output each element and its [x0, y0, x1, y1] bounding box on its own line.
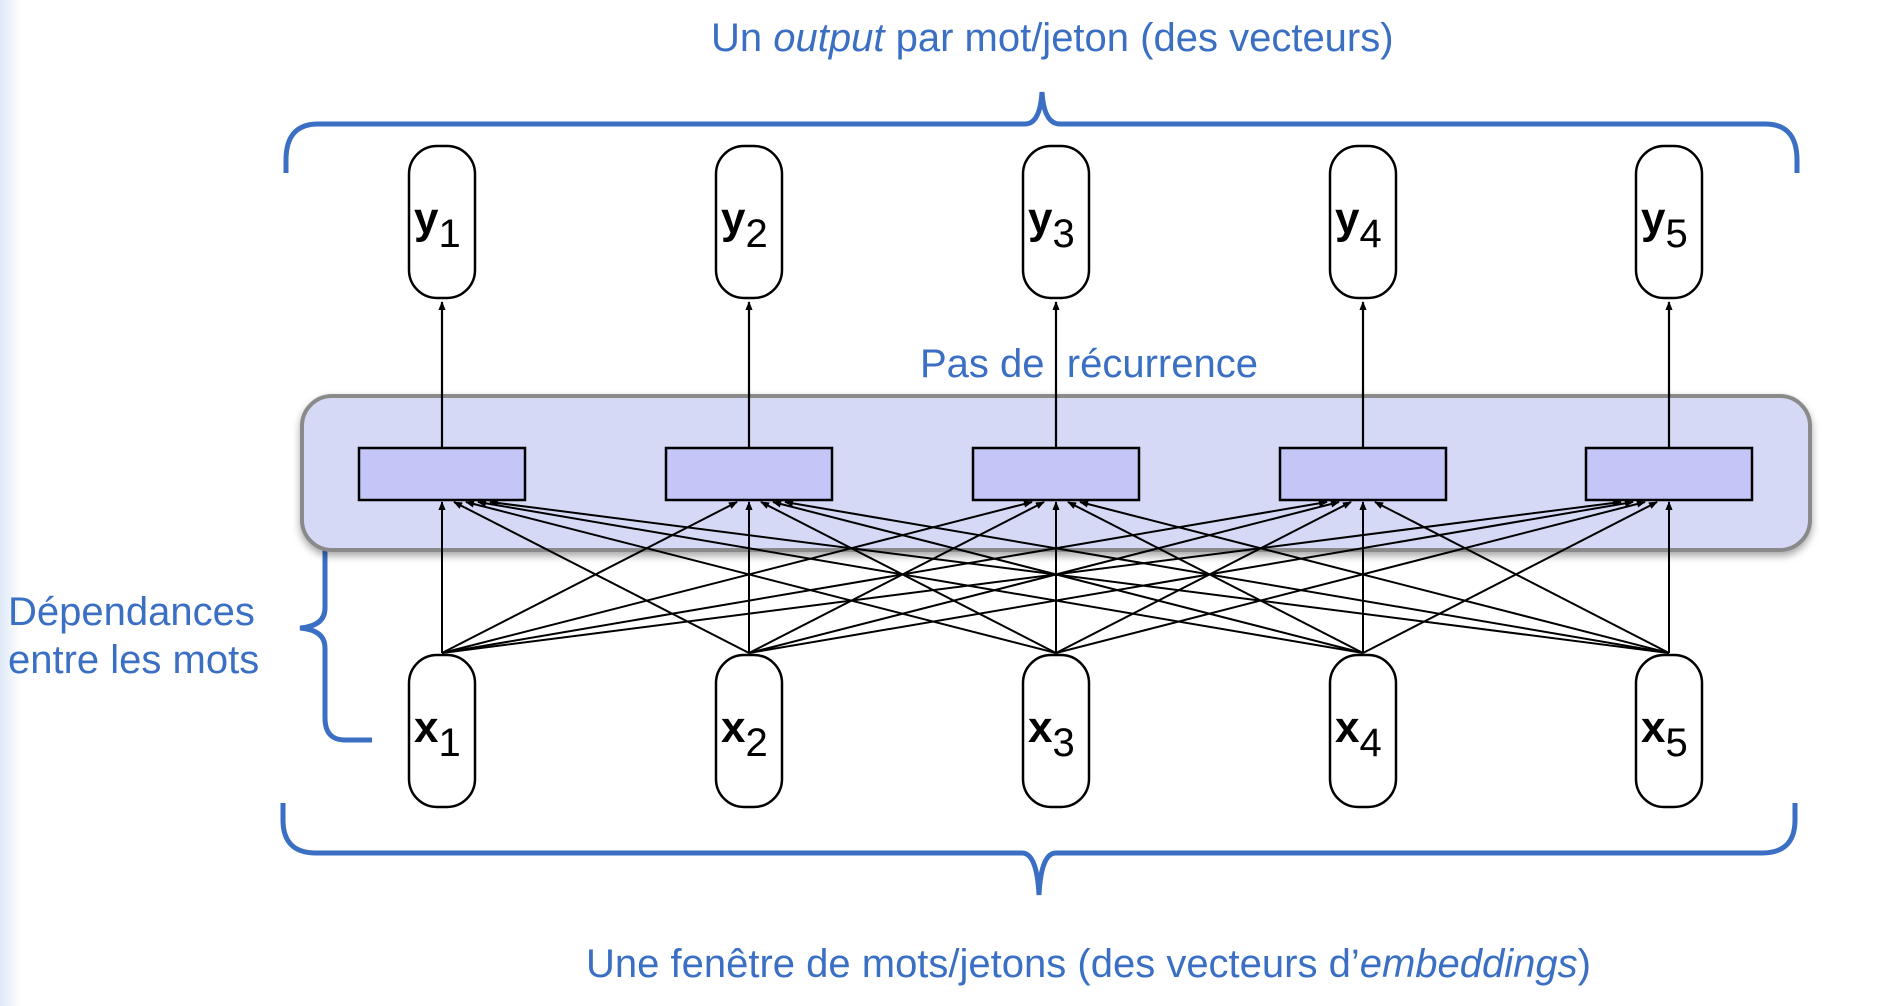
input-caption: Une fenêtre de mots/jetons (des vecteurs…: [586, 942, 1591, 986]
hidden-unit-2: [664, 446, 834, 502]
edges-layer: [438, 301, 1673, 654]
input-label-4: x4: [1335, 703, 1382, 765]
output-node-2: [714, 144, 784, 300]
arrow-x3-to-h5: [1055, 500, 1646, 654]
output-node-5: [1634, 144, 1704, 300]
recurrence-caption: Pas de récurrence: [920, 342, 1258, 386]
arrow-x2-to-h1: [453, 501, 750, 654]
hidden-layer: [357, 446, 1754, 502]
arrow-x5-to-h1: [489, 499, 1670, 654]
hidden-unit-4: [1278, 446, 1448, 502]
bottom-brace: [280, 803, 1798, 896]
output-node-4: [1328, 144, 1398, 300]
output-label-4: y4: [1335, 194, 1382, 256]
arrow-x2-to-h3: [748, 501, 1045, 654]
arrow-x5-to-h2: [784, 499, 1670, 654]
arrow-x2-to-h4: [748, 500, 1340, 654]
arrow-x3-to-h2: [760, 501, 1057, 654]
input-node-4: [1328, 653, 1398, 809]
hidden-unit-5: [1584, 446, 1754, 502]
hidden-unit-1: [357, 446, 527, 502]
input-node-2: [714, 653, 784, 809]
node-pills: [407, 144, 1704, 809]
left-edge-shade: [0, 0, 22, 1006]
input-label-3: x3: [1028, 703, 1075, 765]
arrow-x2-to-h5: [748, 499, 1634, 654]
output-label-3: y3: [1028, 194, 1075, 256]
hidden-unit-3: [971, 446, 1141, 502]
input-label-2: x2: [721, 703, 768, 765]
input-node-5: [1634, 653, 1704, 809]
arrow-x3-to-h4: [1055, 501, 1352, 654]
arrow-x3-to-h1: [465, 500, 1057, 654]
arrow-x4-to-h1: [477, 499, 1364, 654]
input-label-5: x5: [1641, 703, 1688, 765]
input-node-3: [1021, 653, 1091, 809]
output-node-3: [1021, 144, 1091, 300]
input-label-1: x1: [414, 703, 461, 765]
arrow-x4-to-h2: [772, 500, 1364, 654]
input-node-1: [407, 653, 477, 809]
arrow-x4-to-h3: [1067, 501, 1364, 654]
output-label-5: y5: [1641, 194, 1688, 256]
output-node-1: [407, 144, 477, 300]
output-label-1: y1: [414, 194, 461, 256]
output-caption: Un output par mot/jeton (des vecteurs): [711, 16, 1394, 60]
top-brace: [283, 91, 1800, 173]
arrow-x5-to-h3: [1079, 500, 1670, 654]
output-label-2: y2: [721, 194, 768, 256]
arrow-x5-to-h4: [1374, 501, 1670, 654]
arrow-x4-to-h5: [1362, 501, 1658, 654]
